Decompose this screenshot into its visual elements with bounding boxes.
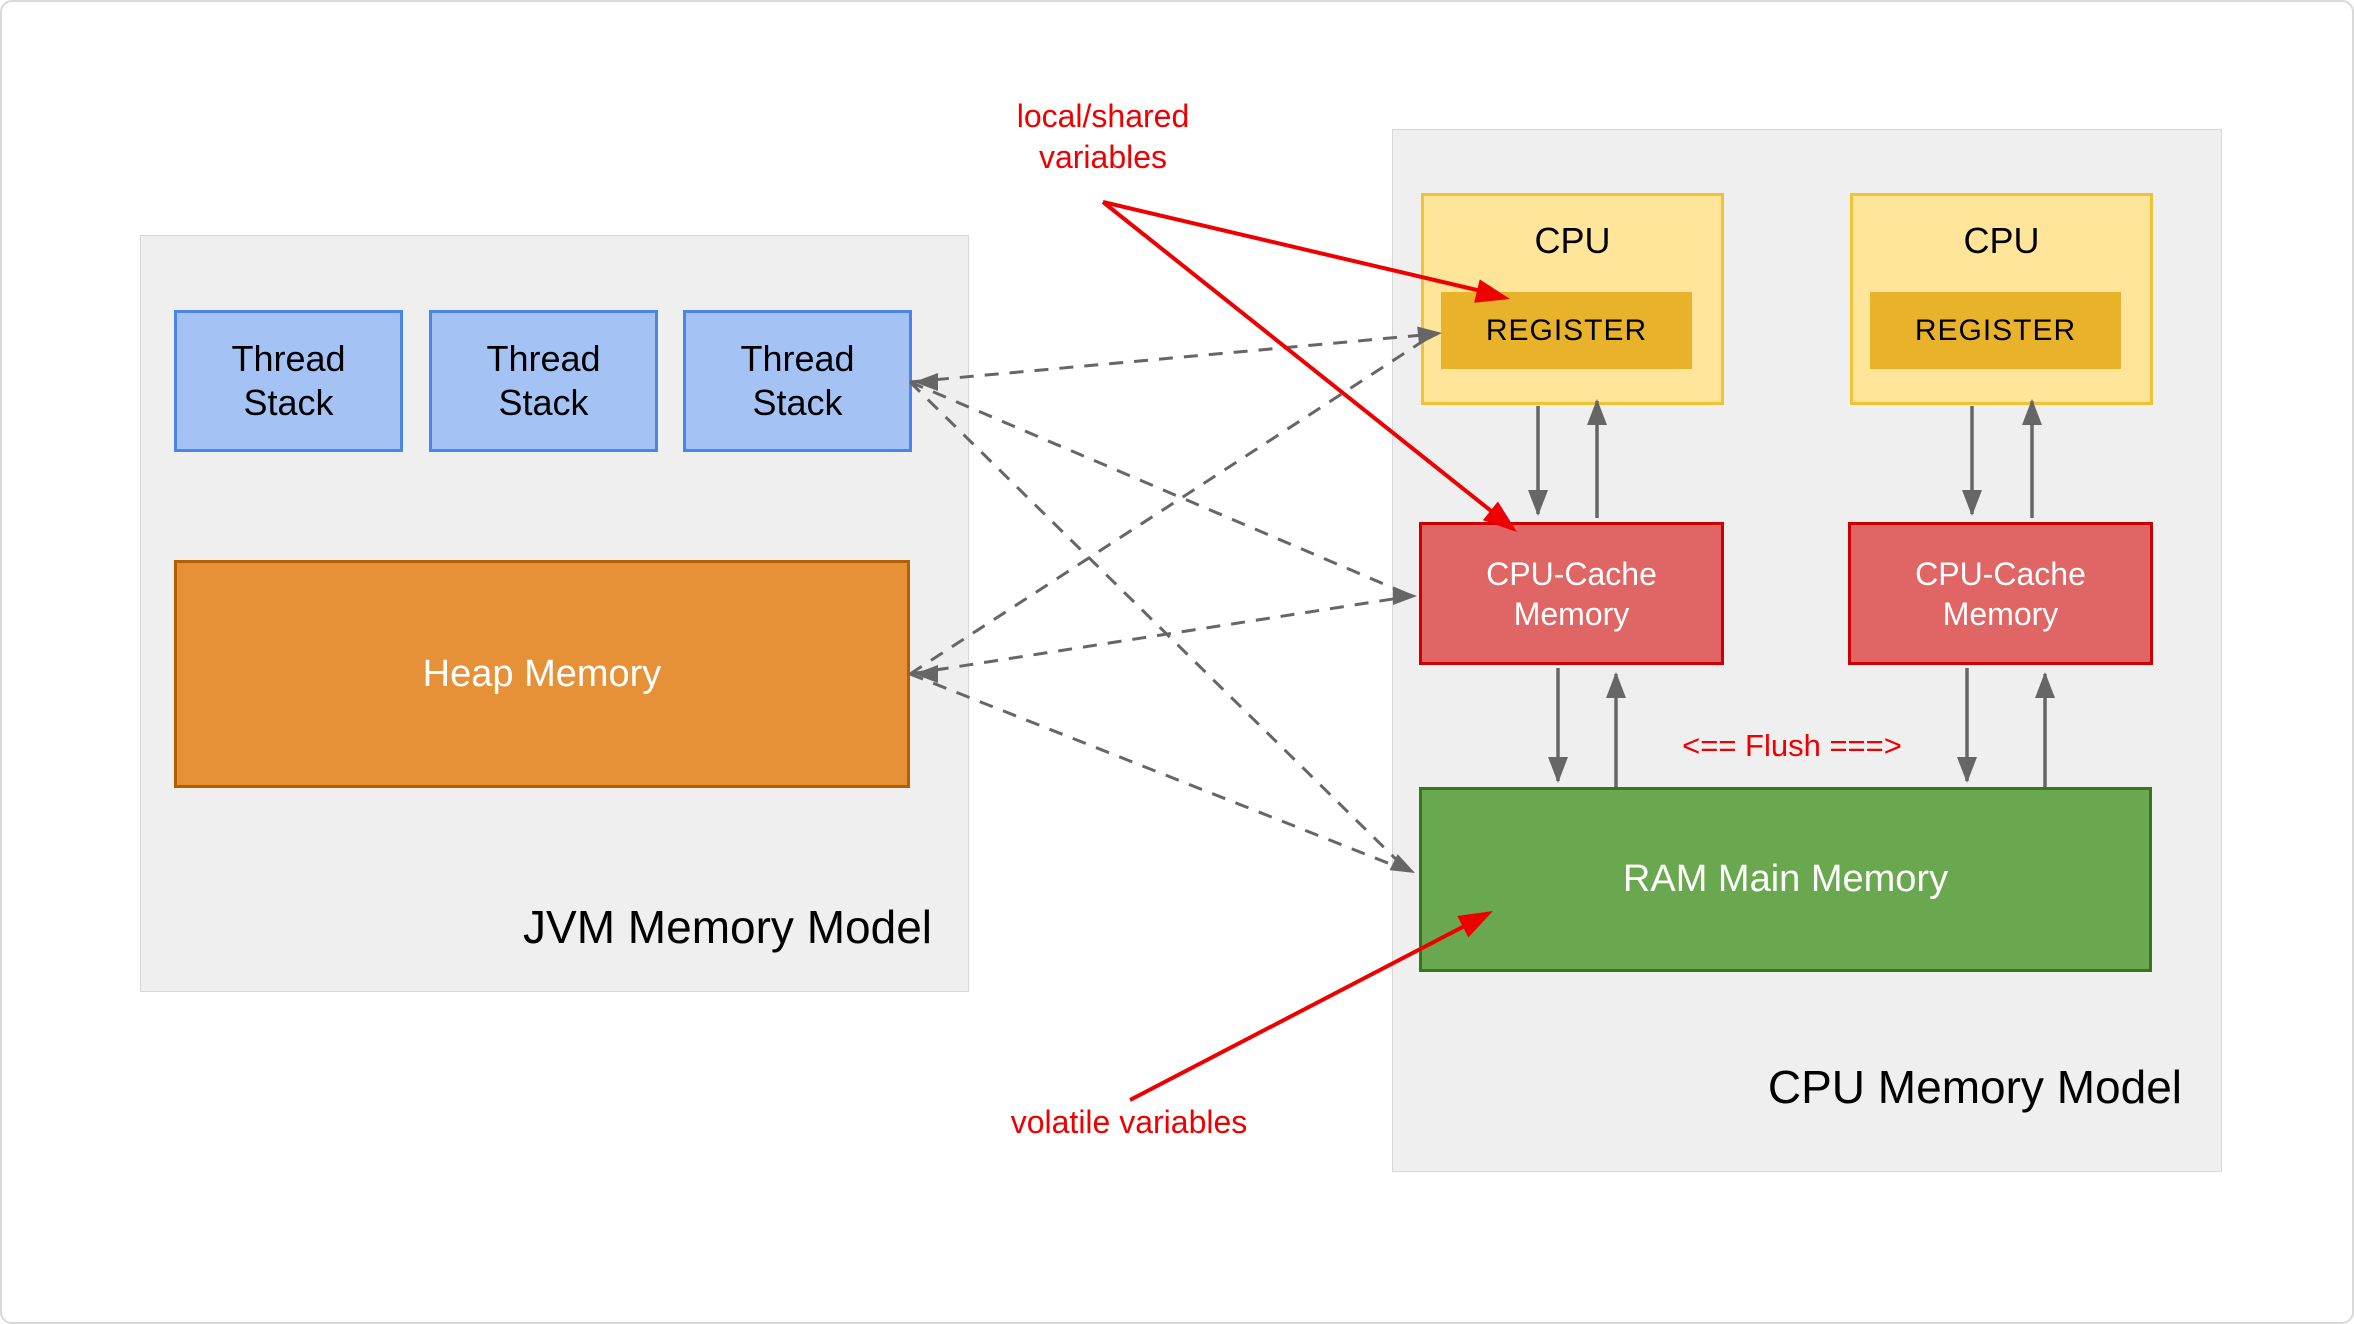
register-box-2: REGISTER: [1870, 292, 2121, 369]
thread-stack-box-1: Thread Stack: [174, 310, 403, 452]
jvm-panel-title: JVM Memory Model: [523, 901, 932, 953]
volatile-variables-label: volatile variables: [1010, 1104, 1248, 1140]
heap-memory-box: Heap Memory: [174, 560, 910, 788]
register-box-1: REGISTER: [1441, 292, 1692, 369]
ram-main-memory-box: RAM Main Memory: [1419, 787, 2152, 972]
thread-stack-box-3: Thread Stack: [683, 310, 912, 452]
jvm-cpu-dashed-links: [908, 332, 1435, 873]
dashed-link-arrowheads: [914, 326, 1442, 873]
flush-label: <== Flush ===>: [1682, 728, 1902, 763]
cpu-cache-box-2: CPU-Cache Memory: [1848, 522, 2153, 665]
local-shared-variables-label: local/shared variables: [1016, 98, 1190, 175]
cpu-cache-box-1: CPU-Cache Memory: [1419, 522, 1724, 665]
cpu-panel-title: CPU Memory Model: [1767, 1061, 2182, 1113]
thread-stack-box-2: Thread Stack: [429, 310, 658, 452]
